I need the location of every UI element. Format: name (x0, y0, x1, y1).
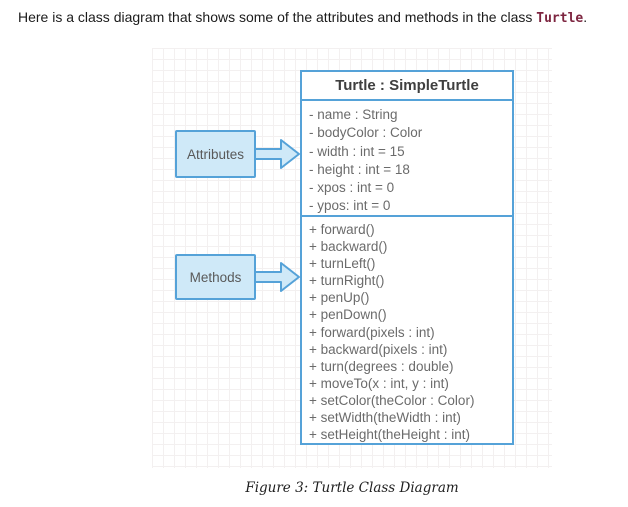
method-line: + forward() (309, 222, 375, 237)
attributes-arrow-icon (254, 139, 300, 169)
figure-caption: Figure 3: Turtle Class Diagram (245, 480, 459, 496)
attributes-label: Attributes (175, 130, 256, 178)
intro-text-after: . (583, 9, 588, 25)
method-line: + setWidth(theWidth : int) (309, 410, 461, 426)
attributes-label-text: Attributes (186, 146, 245, 162)
method-line: + penUp() (309, 290, 370, 306)
attribute-line: - bodyColor : Color (309, 125, 423, 141)
attribute-line: - width : int = 15 (309, 143, 405, 159)
method-line: + backward(pixels : int) (309, 341, 448, 357)
attribute-line: - name : String (309, 107, 398, 122)
method-line: + setColor(theColor : Color) (309, 392, 475, 408)
method-line: + moveTo(x : int, y : int) (309, 375, 449, 391)
intro-sentence: Here is a class diagram that shows some … (18, 9, 587, 26)
method-line: + backward() (309, 239, 388, 255)
methods-arrow-icon (254, 262, 300, 292)
attribute-line: - height : int = 18 (309, 161, 410, 177)
method-line: + forward(pixels : int) (309, 324, 435, 340)
class-title: Turtle : SimpleTurtle (302, 72, 512, 101)
method-line: + turn(degrees : double) (309, 358, 454, 374)
attributes-section: - name : String - bodyColor : Color - widt… (302, 101, 512, 215)
method-line: + penDown() (309, 307, 387, 323)
methods-label: Methods (175, 254, 256, 300)
uml-class-box: Turtle : SimpleTurtle - name : String - b… (300, 70, 514, 445)
method-line: + turnLeft() (309, 256, 376, 272)
methods-label-text: Methods (189, 269, 242, 285)
methods-section: + forward()+ backward()+ turnLeft()+ tur… (302, 215, 512, 443)
attribute-line: - ypos: int = 0 (309, 198, 391, 214)
method-line: + setHeight(theHeight : int) (309, 427, 470, 443)
method-line: + turnRight() (309, 273, 385, 289)
intro-text-before: Here is a class diagram that shows some … (18, 9, 537, 25)
inline-code-turtle: Turtle (536, 11, 584, 26)
attribute-line: - xpos : int = 0 (309, 180, 395, 196)
